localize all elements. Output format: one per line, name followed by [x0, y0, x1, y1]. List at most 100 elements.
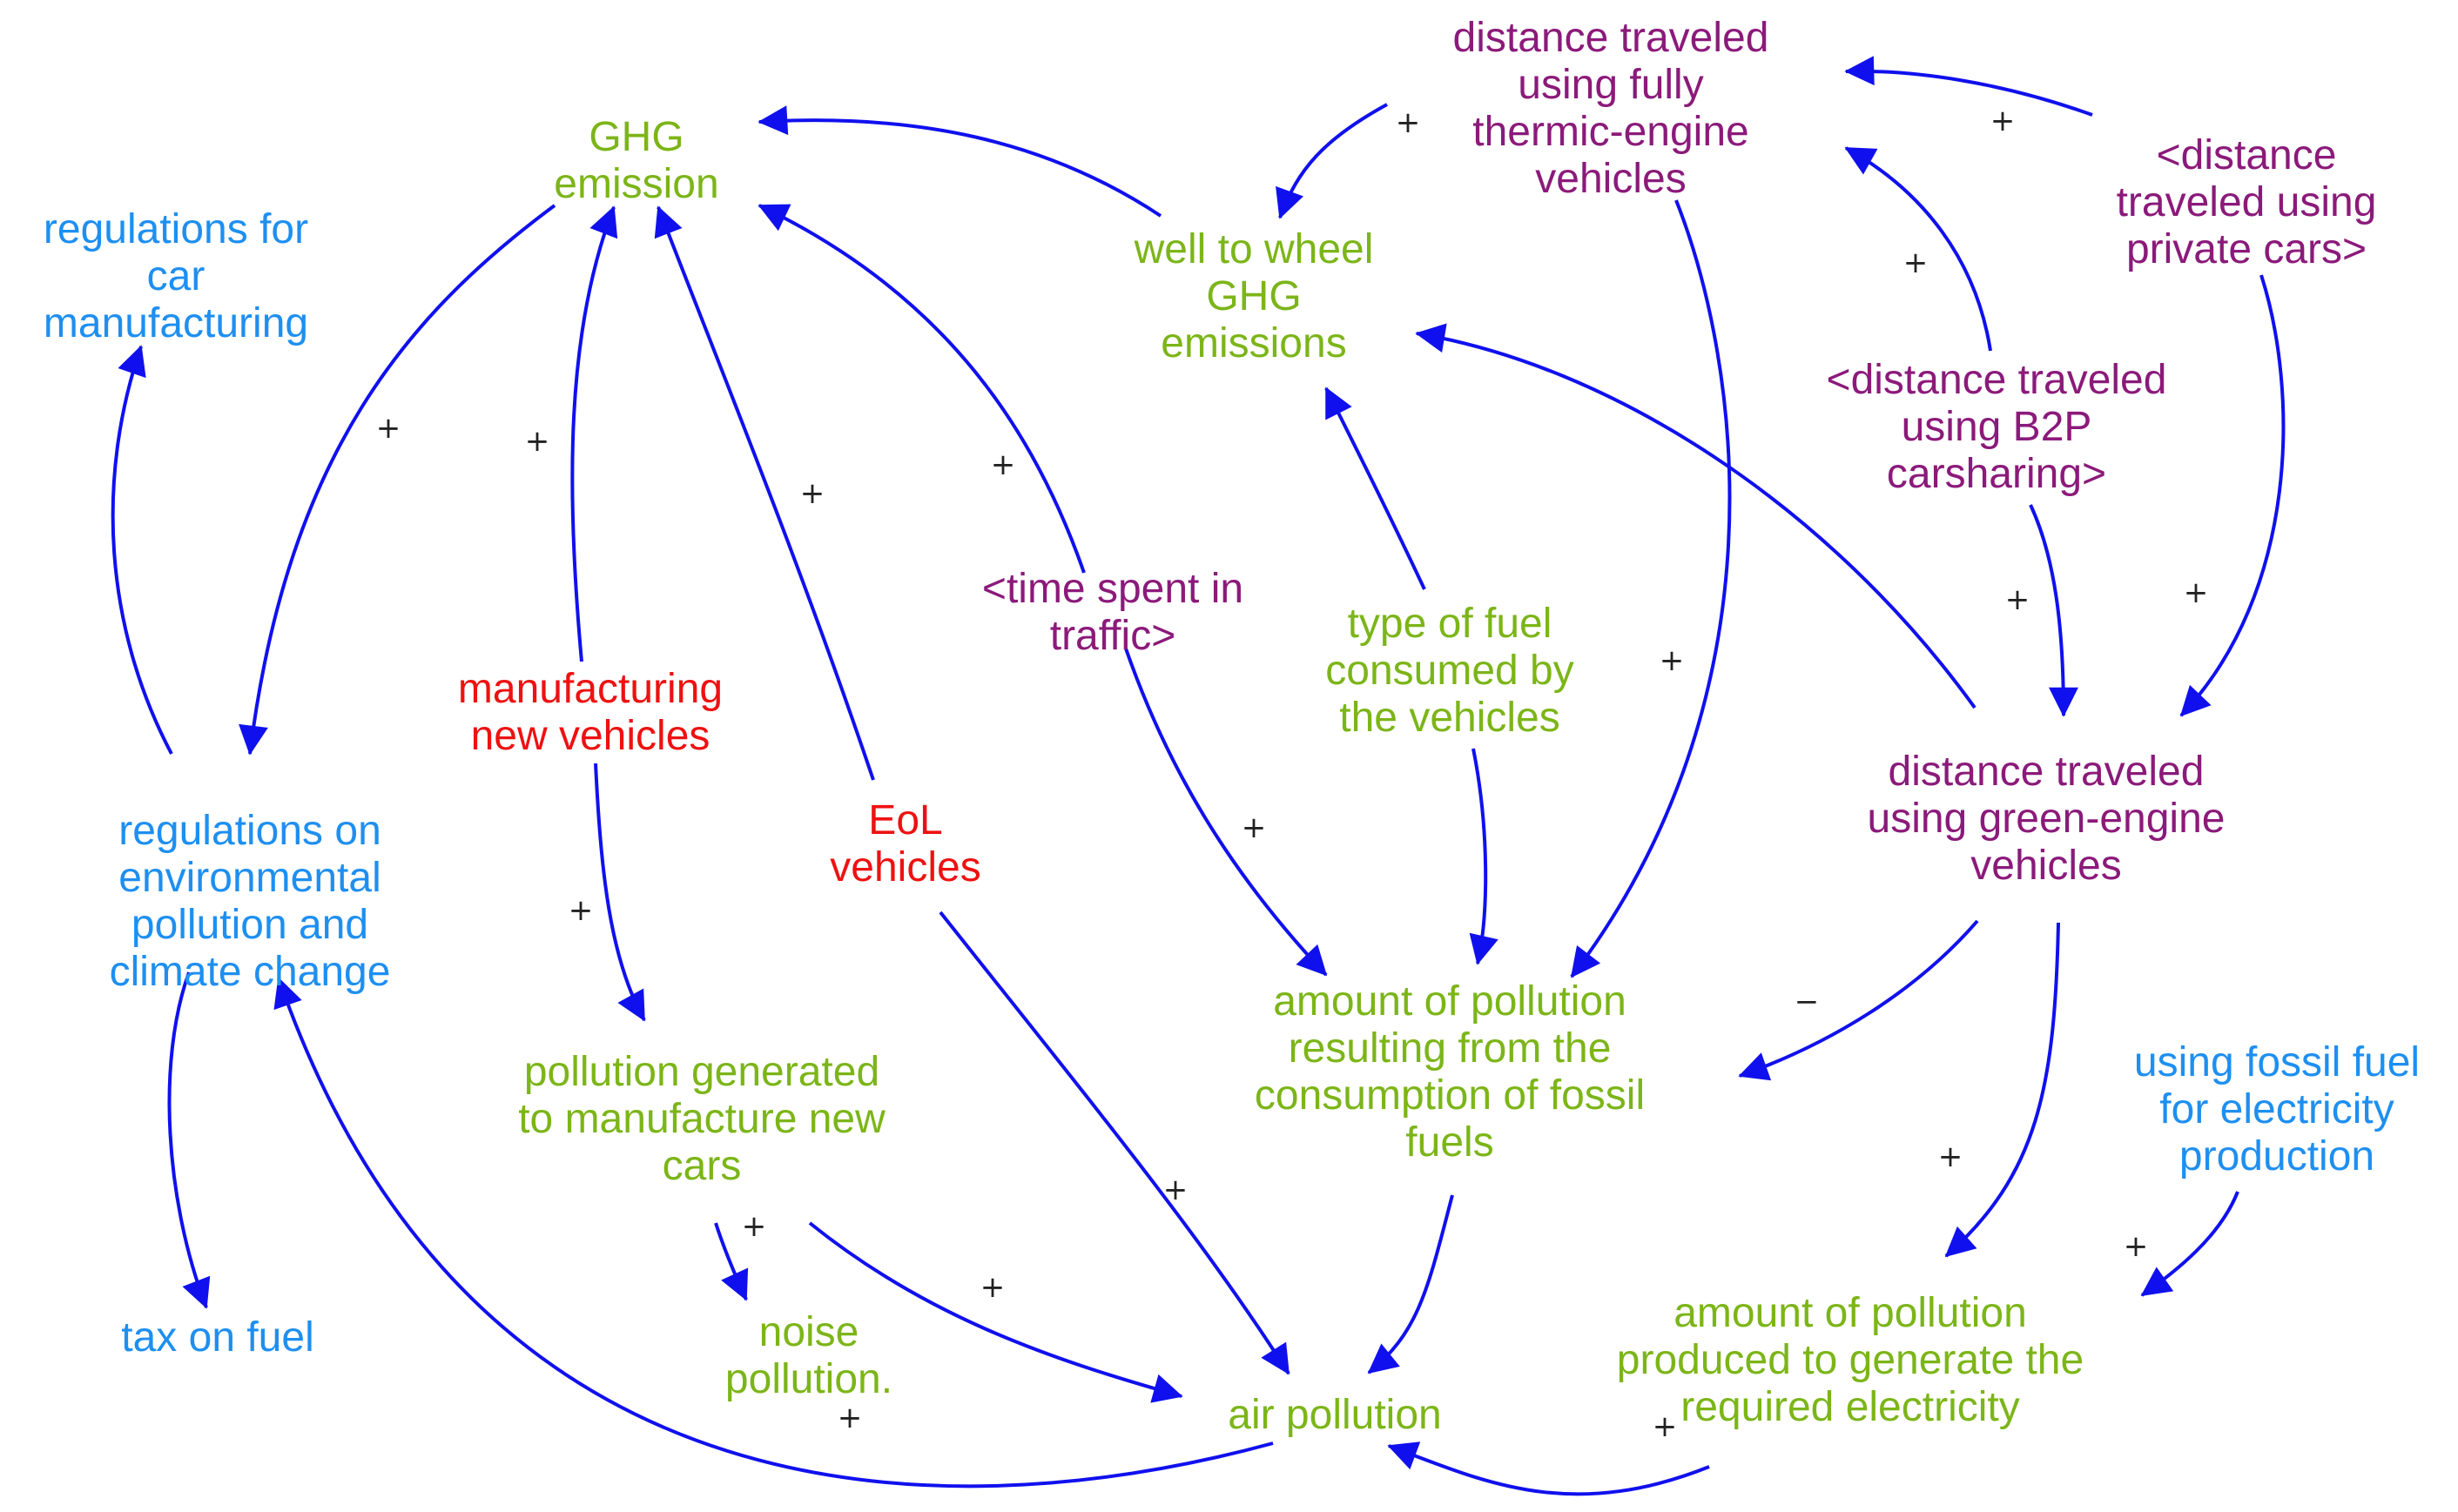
link-polarity-sign: + [1990, 104, 2016, 138]
node-tax-on-fuel: tax on fuel [121, 1314, 313, 1361]
link-well-to-wheel-to-ghg-emission [758, 105, 1162, 218]
node-label-line: consumption of fossil [1255, 1072, 1645, 1119]
node-label-line: type of fuel [1348, 601, 1552, 647]
node-label-line: resulting from the [1289, 1025, 1612, 1072]
link-distance-private-cars-to-distance-green-engine [2179, 274, 2286, 717]
link-distance-fully-thermic-to-pollution-fossil-fuels [1570, 199, 1732, 978]
link-pollution-fossil-fuels-to-air-pollution [1367, 1194, 1454, 1374]
link-polarity-sign: − [1795, 984, 1820, 1019]
node-label-line: distance traveled [1889, 749, 2205, 795]
links-layer: ++++++−+++++++++++++ [111, 56, 2286, 1496]
link-polarity-sign: + [838, 1401, 863, 1435]
link-type-of-fuel-to-pollution-fossil-fuels [1469, 748, 1498, 965]
link-distance-green-engine-to-well-to-wheel [1415, 323, 1977, 709]
node-label-line: fuels [1405, 1119, 1493, 1166]
link-pollution-electricity-to-air-pollution [1387, 1441, 1710, 1496]
link-pollution-manufacture-to-air-pollution [808, 1221, 1183, 1403]
link-polarity-sign: + [800, 476, 825, 511]
link-time-in-traffic-to-pollution-fossil-fuels [1124, 648, 1328, 977]
node-label-line: <distance traveled [1827, 357, 2167, 403]
node-air-pollution: air pollution [1228, 1392, 1441, 1438]
link-polarity-sign: + [2005, 582, 2030, 617]
node-label-line: required electricity [1680, 1384, 2019, 1430]
node-label-line: well to wheel [1134, 226, 1374, 272]
link-distance-green-engine-to-pollution-electricity [1944, 922, 2060, 1258]
node-label-line: amount of pollution [1273, 978, 1626, 1025]
node-label-line: traffic> [1050, 613, 1176, 659]
node-label-line: thermic-engine [1472, 109, 1748, 155]
node-label-line: pollution and [131, 902, 368, 948]
link-distance-green-engine-to-pollution-fossil-fuels [1738, 919, 1979, 1081]
node-label-line: climate change [110, 949, 391, 995]
node-label-line: vehicles [1970, 843, 2121, 889]
node-label-line: car [147, 253, 205, 299]
node-label-line: for electricity [2159, 1086, 2394, 1132]
node-label-line: carsharing> [1887, 451, 2106, 497]
node-label-line: regulations on [118, 808, 381, 854]
link-regulations-environmental-to-regulations-car-manufacturing [111, 345, 173, 755]
link-regulations-environmental-to-tax-on-fuel [167, 971, 211, 1309]
link-polarity-sign: + [525, 424, 550, 459]
node-label-line: distance traveled [1453, 15, 1769, 61]
link-fossil-fuel-electricity-to-pollution-electricity [2140, 1191, 2239, 1297]
link-polarity-sign: + [991, 447, 1016, 482]
link-polarity-sign: + [742, 1209, 767, 1244]
node-label-line: consumed by [1325, 648, 1574, 694]
node-label-line: produced to generate the [1617, 1337, 2084, 1383]
link-polarity-sign: + [1938, 1139, 1963, 1174]
node-label-line: GHG [589, 114, 684, 160]
node-label-line: <distance [2157, 132, 2337, 178]
link-pollution-manufacture-to-noise-pollution [714, 1222, 749, 1301]
link-eol-vehicles-to-ghg-emission [654, 205, 875, 781]
link-air-pollution-to-regulations-environmental [273, 977, 1274, 1488]
link-polarity-sign: + [569, 893, 594, 928]
link-polarity-sign: + [2184, 575, 2209, 610]
link-distance-b2p-to-distance-green-engine [2029, 504, 2078, 717]
node-label: air pollution [1228, 1392, 1441, 1438]
link-ghg-emission-to-regulations-environmental [239, 204, 556, 756]
node-label-line: the vehicles [1339, 695, 1559, 741]
node-label-line: private cars> [2126, 226, 2367, 272]
node-label-line: tax on fuel [121, 1314, 313, 1361]
node-label-line: production [2179, 1133, 2374, 1179]
link-polarity-sign: + [1653, 1409, 1678, 1444]
node-label-line: using fully [1518, 62, 1703, 108]
node-label-line: to manufacture new [518, 1096, 886, 1142]
node-label-line: pollution generated [524, 1049, 879, 1095]
link-polarity-sign: + [1903, 245, 1929, 280]
link-polarity-sign: + [980, 1270, 1006, 1305]
link-distance-b2p-to-distance-fully-thermic [1844, 146, 1992, 352]
node-label-line: manufacturing [458, 666, 723, 712]
node-label-line: pollution. [725, 1356, 892, 1402]
node-label-line: cars [663, 1143, 742, 1189]
link-manufacturing-new-vehicles-to-pollution-manufacture [594, 763, 646, 1022]
node-label-line: EoL [868, 797, 942, 843]
node-label-line: regulations for [44, 206, 308, 252]
